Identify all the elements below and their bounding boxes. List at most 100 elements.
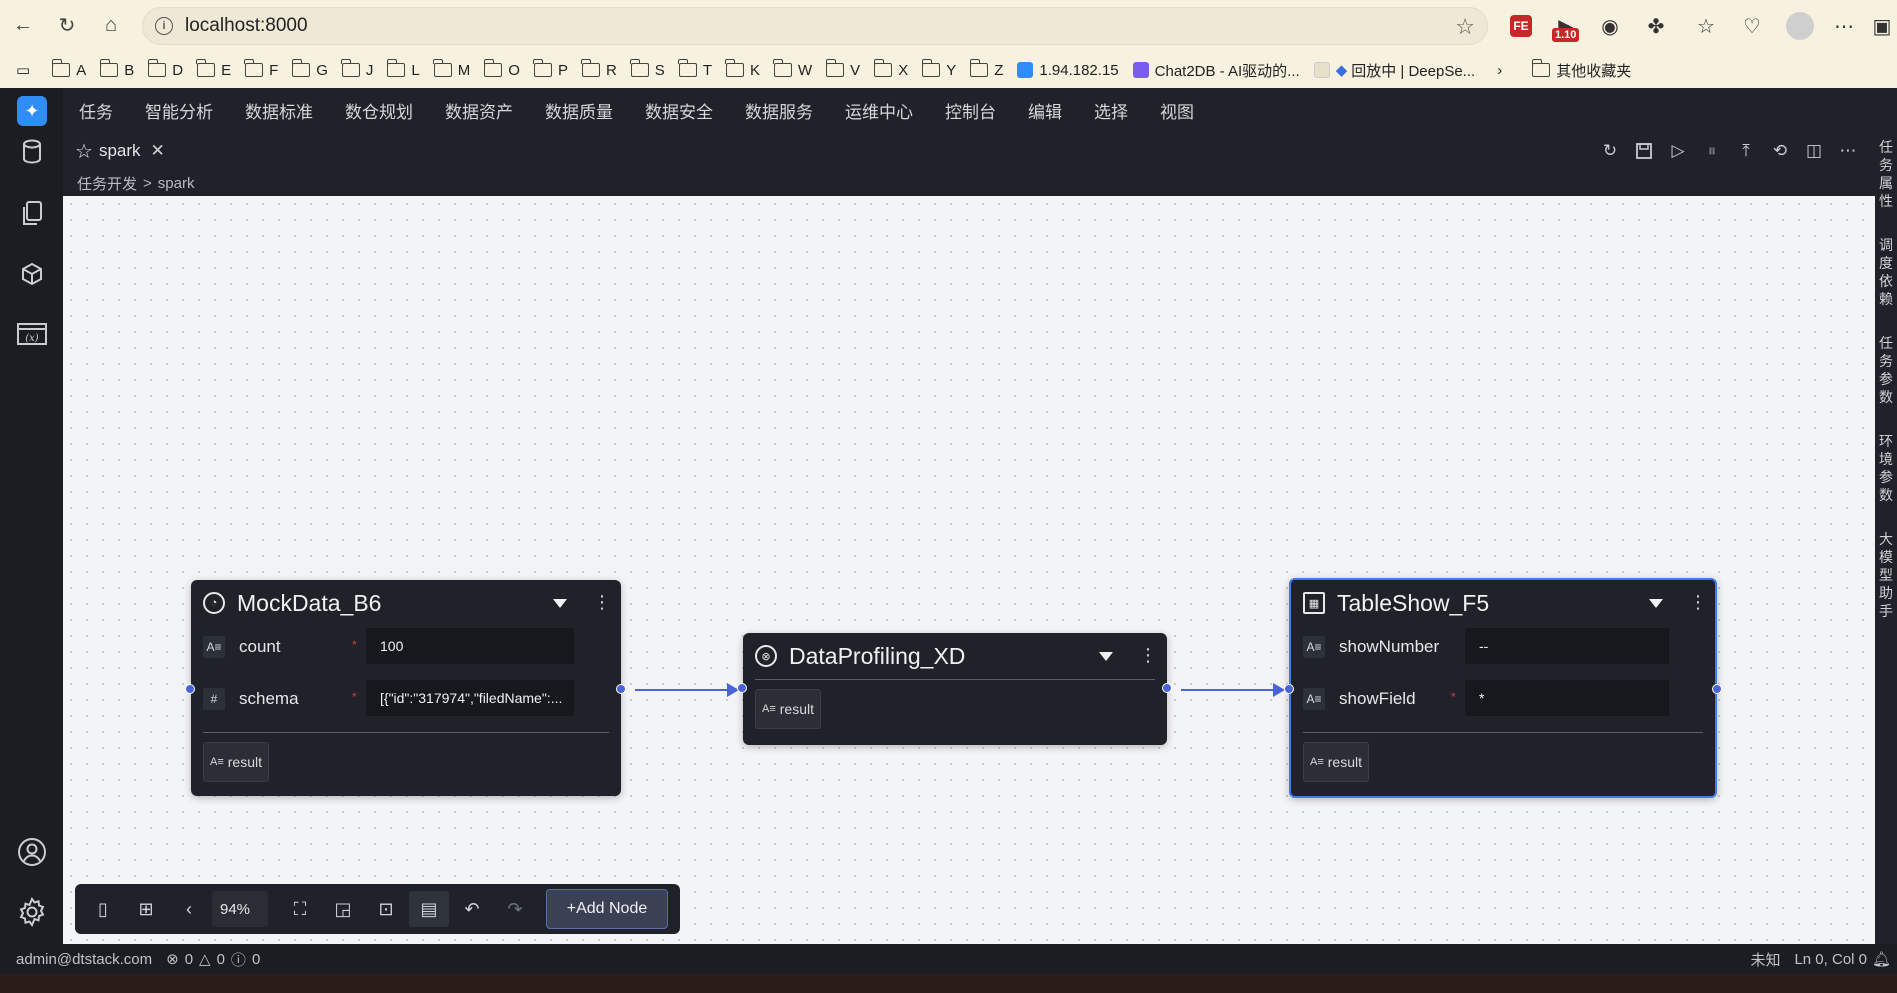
output-result[interactable]: A≡ result bbox=[203, 742, 269, 782]
side-tab-ai-assistant[interactable]: 大模型助手 bbox=[1879, 531, 1893, 619]
app-logo-icon[interactable]: ✦ bbox=[17, 96, 47, 126]
back-icon[interactable]: ← bbox=[13, 13, 33, 36]
shownumber-input[interactable]: -- bbox=[1465, 628, 1669, 664]
output-result[interactable]: A≡ result bbox=[755, 689, 821, 729]
schema-input[interactable]: [{"id":"317974","filedName":... bbox=[366, 680, 574, 716]
menu-item-select[interactable]: 选择 bbox=[1094, 102, 1128, 122]
bookmark-folder[interactable]: L bbox=[386, 59, 420, 79]
input-port[interactable] bbox=[737, 683, 747, 693]
home-icon[interactable]: ⌂ bbox=[104, 13, 118, 36]
zoom-level[interactable]: 94% bbox=[212, 891, 268, 927]
menu-item-view[interactable]: 视图 bbox=[1160, 102, 1194, 122]
bookmark-chat2db[interactable]: Chat2DB - AI驱动的... bbox=[1132, 60, 1300, 81]
input-port[interactable] bbox=[185, 684, 195, 694]
bell-icon[interactable]: 🔔︎ bbox=[1871, 951, 1891, 968]
site-info-icon[interactable]: i bbox=[155, 17, 173, 35]
cursor-position[interactable]: Ln 0, Col 0 bbox=[1794, 950, 1867, 968]
split-view-icon[interactable]: ◫ bbox=[1805, 141, 1823, 160]
comment-icon[interactable]: ▤ bbox=[409, 891, 449, 927]
favorites-icon[interactable]: ☆ bbox=[1697, 15, 1715, 38]
profile-avatar[interactable] bbox=[1786, 12, 1814, 40]
add-node-button[interactable]: +Add Node bbox=[546, 889, 668, 929]
caret-down-icon[interactable] bbox=[1099, 652, 1113, 661]
redo-icon[interactable]: ↷ bbox=[507, 898, 523, 919]
menu-item-task[interactable]: 任务 bbox=[79, 102, 113, 122]
showfield-input[interactable]: * bbox=[1465, 680, 1669, 716]
menu-item-analysis[interactable]: 智能分析 bbox=[145, 102, 213, 122]
current-user[interactable]: admin@dtstack.com bbox=[16, 950, 153, 968]
bookmark-folder[interactable]: Y bbox=[921, 59, 956, 79]
bookmark-folder[interactable]: A bbox=[51, 59, 86, 79]
menu-item-assets[interactable]: 数据资产 bbox=[445, 102, 513, 122]
side-tab-task-props[interactable]: 任务属性 bbox=[1879, 139, 1893, 209]
mask-extension-icon[interactable]: ◉ bbox=[1601, 15, 1619, 38]
pause-icon[interactable]: ⏸ bbox=[1707, 141, 1717, 160]
caret-down-icon[interactable] bbox=[1649, 599, 1663, 608]
input-port[interactable] bbox=[1284, 684, 1294, 694]
save-icon[interactable] bbox=[1627, 138, 1661, 164]
variable-icon[interactable]: (x) bbox=[14, 316, 50, 352]
close-icon[interactable]: ✕ bbox=[150, 141, 165, 160]
bookmark-deepseek[interactable]: ◆回放中 | DeepSe... bbox=[1313, 60, 1475, 81]
breadcrumb-root[interactable]: 任务开发 bbox=[77, 175, 138, 193]
count-input[interactable]: 100 bbox=[366, 628, 574, 664]
zoom-out-icon[interactable]: ‹ bbox=[186, 898, 192, 919]
fe-extension-icon[interactable]: FE bbox=[1510, 15, 1532, 37]
refresh-icon[interactable]: ↻ bbox=[1602, 141, 1618, 160]
menu-item-ops[interactable]: 运维中心 bbox=[845, 102, 913, 122]
node-tableshow[interactable]: ▦ TableShow_F5 ⋮ A≡ showNumber -- A≡ sho… bbox=[1284, 578, 1722, 798]
history-icon[interactable]: ⟲ bbox=[1772, 141, 1788, 160]
menu-item-warehouse[interactable]: 数仓规划 bbox=[345, 102, 413, 122]
node-dataprofiling[interactable]: ⊗ DataProfiling_XD ⋮ A≡ result bbox=[737, 633, 1172, 745]
node-header[interactable]: ▦ TableShow_F5 ⋮ bbox=[1291, 580, 1715, 626]
bookmark-folder[interactable]: K bbox=[725, 59, 760, 79]
bookmark-star-icon[interactable]: ☆ bbox=[1455, 14, 1475, 39]
bookmark-folder[interactable]: T bbox=[678, 59, 712, 79]
language-mode[interactable]: 未知 bbox=[1750, 951, 1781, 969]
kebab-menu-icon[interactable]: ⋮ bbox=[1139, 645, 1157, 665]
address-bar[interactable]: i localhost:8000 ☆ bbox=[142, 7, 1488, 45]
kebab-menu-icon[interactable]: ⋮ bbox=[593, 592, 611, 612]
bookmark-ip[interactable]: 1.94.182.15 bbox=[1017, 62, 1119, 79]
node-mockdata[interactable]: ◔ MockData_B6 ⋮ A≡ count * 100 # schema … bbox=[185, 580, 626, 796]
output-port[interactable] bbox=[616, 684, 626, 694]
fit-view-icon[interactable]: ⛶ bbox=[293, 898, 307, 919]
tab-spark[interactable]: ☆ spark ✕ bbox=[75, 136, 165, 166]
bookmark-folder[interactable]: D bbox=[147, 59, 183, 79]
minimap-icon[interactable]: ◲ bbox=[334, 898, 352, 919]
run-icon[interactable]: ▷ bbox=[1671, 141, 1685, 160]
sidebar-toggle-icon[interactable]: ▣ bbox=[1872, 15, 1892, 38]
node-header[interactable]: ⊗ DataProfiling_XD ⋮ bbox=[743, 633, 1167, 679]
bookmark-folder[interactable]: J bbox=[341, 59, 373, 79]
browser-menu-icon[interactable]: ⋯ bbox=[1834, 15, 1854, 38]
extensions-puzzle-icon[interactable]: ✤ bbox=[1647, 15, 1665, 38]
side-tab-schedule[interactable]: 调度依赖 bbox=[1879, 237, 1893, 307]
undo-icon[interactable]: ↶ bbox=[464, 898, 480, 919]
bookmark-folder[interactable]: W bbox=[773, 59, 812, 79]
bookmark-folder[interactable]: O bbox=[483, 59, 520, 79]
side-tab-task-params[interactable]: 任务参数 bbox=[1879, 335, 1893, 405]
output-port[interactable] bbox=[1712, 684, 1722, 694]
database-icon[interactable] bbox=[14, 134, 50, 170]
menu-item-quality[interactable]: 数据质量 bbox=[545, 102, 613, 122]
bookmark-folder[interactable]: R bbox=[581, 59, 617, 79]
menu-item-service[interactable]: 数据服务 bbox=[745, 102, 813, 122]
caret-down-icon[interactable] bbox=[553, 599, 567, 608]
node-header[interactable]: ◔ MockData_B6 ⋮ bbox=[191, 580, 621, 626]
bookmark-folder[interactable]: M bbox=[433, 59, 470, 79]
bookmark-folder[interactable]: X bbox=[873, 59, 908, 79]
menu-item-console[interactable]: 控制台 bbox=[945, 102, 996, 122]
reload-icon[interactable]: ↻ bbox=[58, 14, 76, 37]
menu-item-security[interactable]: 数据安全 bbox=[645, 102, 713, 122]
edge-mock-to-profiling[interactable] bbox=[635, 683, 739, 697]
bookmark-folder[interactable]: V bbox=[825, 59, 860, 79]
bookmark-other-folder[interactable]: 其他收藏夹 bbox=[1531, 59, 1631, 81]
bookmark-folder[interactable]: Z bbox=[969, 59, 1003, 79]
bookmark-folder[interactable]: E bbox=[196, 59, 231, 79]
bookmark-folder[interactable]: S bbox=[630, 59, 665, 79]
tab-actions-icon[interactable]: ▭ bbox=[16, 62, 31, 79]
bookmark-folder[interactable]: F bbox=[244, 59, 278, 79]
cube-icon[interactable] bbox=[14, 256, 50, 292]
user-account-icon[interactable] bbox=[14, 834, 50, 870]
